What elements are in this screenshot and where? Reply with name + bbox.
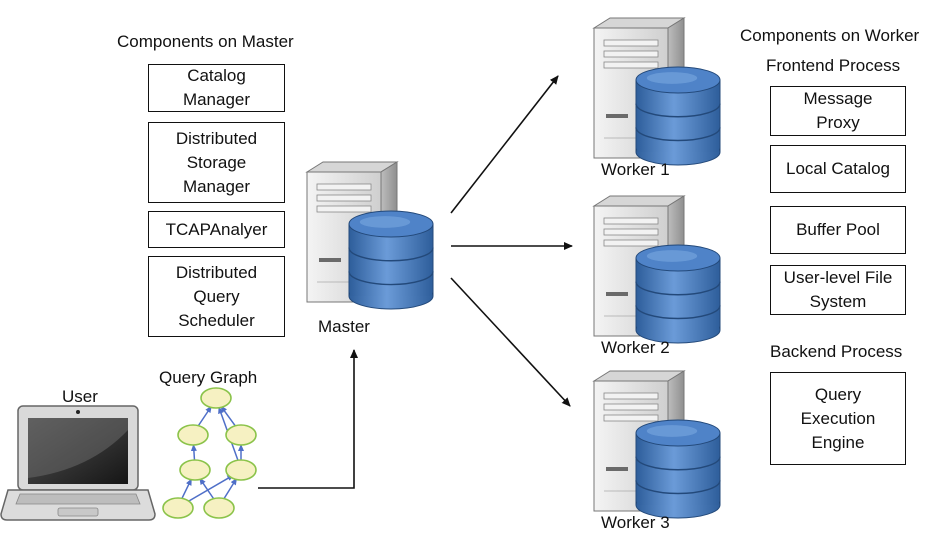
query-graph-label: Query Graph	[159, 368, 258, 387]
worker-components-heading: Components on Worker	[740, 26, 920, 45]
query-graph-node	[162, 497, 194, 519]
query-graph-edge	[220, 405, 238, 428]
query-graph-icon	[162, 387, 257, 519]
query-graph-node	[177, 424, 209, 446]
user-label: User	[62, 387, 98, 406]
master-label: Master	[318, 317, 370, 336]
query-graph-edge	[199, 477, 216, 501]
worker-component-message-proxy: Message Proxy	[770, 86, 906, 136]
master-component-tcap-analyzer: TCAPAnalyer	[148, 211, 285, 248]
backend-process-title: Backend Process	[770, 342, 903, 361]
query-graph-edge	[222, 477, 238, 501]
worker-2-label: Worker 2	[601, 338, 670, 357]
master-components-heading: Components on Master	[117, 32, 294, 51]
query-graph-edge	[184, 474, 235, 504]
frontend-process-title: Frontend Process	[766, 56, 901, 75]
query-graph-node	[179, 459, 211, 481]
laptop-icon	[0, 405, 156, 521]
worker-component-buffer-pool: Buffer Pool	[770, 206, 906, 254]
query-graph-edge	[190, 443, 197, 462]
arrow-master-to-worker-3	[450, 277, 571, 407]
query-graph-edge	[196, 405, 212, 428]
master-server-icon	[305, 161, 434, 310]
query-graph-node	[200, 387, 232, 409]
arrow-master-to-worker-1	[450, 75, 559, 214]
master-component-distributed-query-scheduler: Distributed Query Scheduler	[148, 256, 285, 337]
worker-component-query-execution-engine: Query Execution Engine	[770, 372, 906, 465]
worker-1-label: Worker 1	[601, 160, 670, 179]
master-component-distributed-storage-manager: Distributed Storage Manager	[148, 122, 285, 203]
query-graph-edge	[180, 478, 192, 501]
arrow-query-graph-to-master	[258, 349, 358, 489]
worker-component-user-level-file-system: User-level File System	[770, 265, 906, 315]
master-component-catalog-manager: Catalog Manager	[148, 64, 285, 112]
query-graph-node	[225, 424, 257, 446]
query-graph-node	[225, 459, 257, 481]
query-graph-node	[203, 497, 235, 519]
worker-3-label: Worker 3	[601, 513, 670, 532]
worker-3-server-icon	[592, 370, 721, 519]
worker-component-local-catalog: Local Catalog	[770, 145, 906, 193]
worker-1-server-icon	[592, 17, 721, 166]
worker-2-server-icon	[592, 195, 721, 344]
